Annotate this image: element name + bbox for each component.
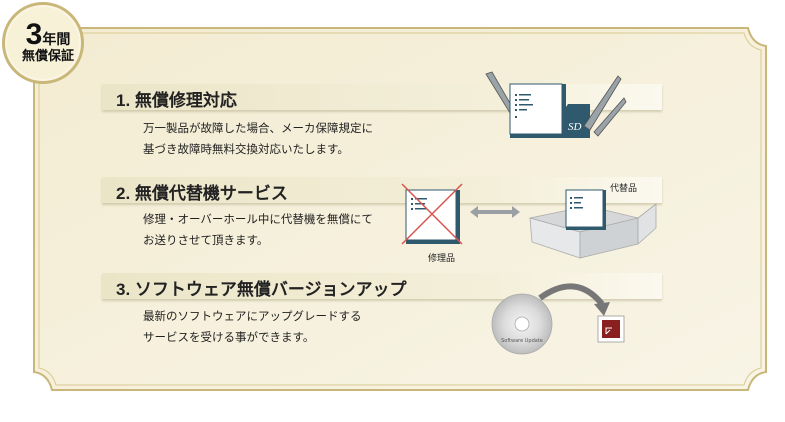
update-package-icon (602, 320, 620, 338)
section-2-description: 修理・オーバーホール中に代替機を無償にて お送りさせて頂きます。 (143, 209, 373, 251)
section-2-desc-line-1: 修理・オーバーホール中に代替機を無償にて (143, 212, 373, 226)
section-3-description: 最新のソフトウェアにアップグレードする サービスを受ける事ができます。 (143, 306, 362, 348)
section-1-description: 万一製品が故障した場合、メーカ保障規定に 基づき故障時無料交換対応いたします。 (143, 118, 373, 160)
section-3-title: 3. ソフトウェア無償バージョンアップ (116, 280, 407, 299)
badge-unit: 年間 (42, 32, 71, 48)
badge-number: 3 (25, 18, 43, 51)
exchange-arrow-icon (470, 206, 520, 218)
cd-label: Software Update (501, 338, 543, 344)
section-1-title: 1. 無償修理対応 (116, 91, 237, 110)
section-1-desc-line-2: 基づき故障時無料交換対応いたします。 (143, 142, 349, 156)
section-2-title: 2. 無償代替機サービス (116, 184, 288, 203)
sd-card-repair-illustration: SD (485, 71, 627, 138)
replacement-illustration (401, 183, 657, 259)
section-2-desc-line-2: お送りさせて頂きます。 (143, 233, 269, 247)
warranty-badge: 3年間 無償保証 (2, 2, 84, 84)
section-3-desc-line-1: 最新のソフトウェアにアップグレードする (143, 309, 362, 323)
software-update-illustration: Software Update (491, 283, 625, 355)
section-1-desc-line-1: 万一製品が故障した場合、メーカ保障規定に (143, 121, 373, 135)
badge-subtitle: 無償保証 (21, 49, 74, 64)
replacement-item-caption: 代替品 (610, 184, 638, 194)
update-arrow-icon (538, 283, 605, 306)
sd-label: SD (568, 121, 582, 133)
section-3-desc-line-2: サービスを受ける事ができます。 (143, 330, 315, 344)
repair-item-caption: 修理品 (428, 254, 456, 264)
